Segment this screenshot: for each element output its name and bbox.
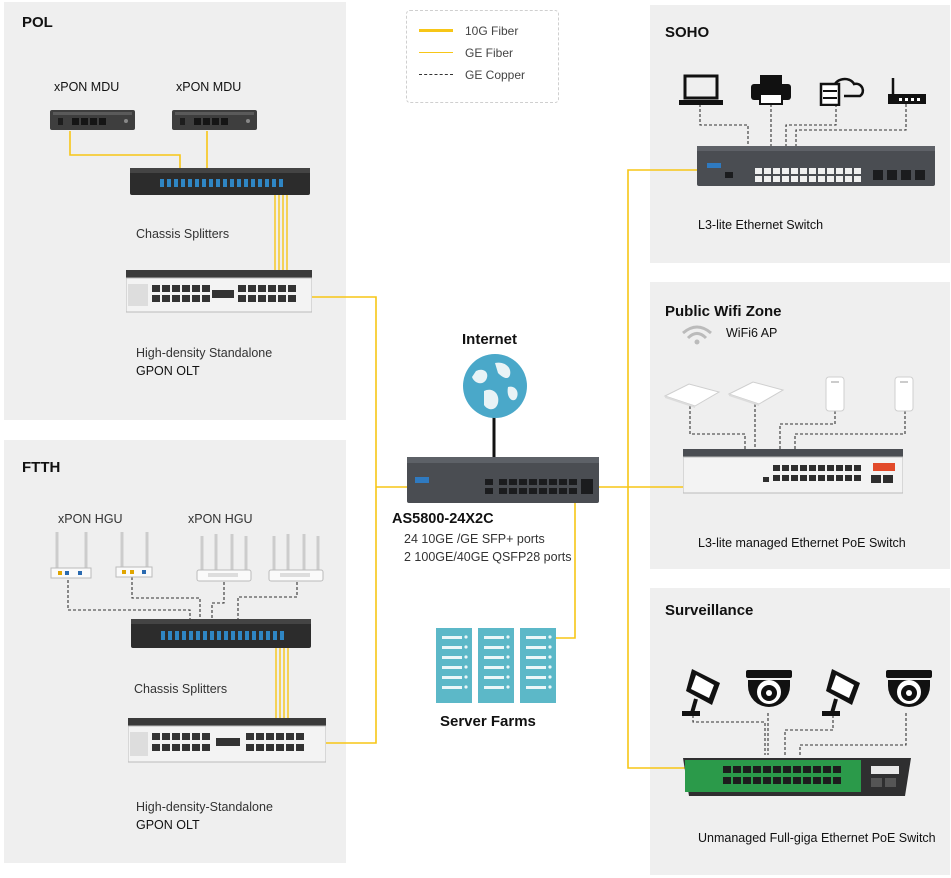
soho-switch-label: L3-lite Ethernet Switch — [698, 218, 824, 232]
router-icon — [888, 78, 926, 104]
pol-olt-label-1: High-density Standalone — [136, 346, 273, 360]
legend-item-10g-fiber: 10G Fiber — [419, 24, 559, 38]
core-port-spec-2: 2 100GE/40GE QSFP28 ports — [404, 550, 572, 564]
xpon-hgu-router — [268, 534, 324, 582]
xpon-mdu-device — [50, 110, 135, 130]
pol-olt-label-2: GPON OLT — [136, 364, 200, 378]
surveillance-panel — [650, 588, 950, 875]
server-farms-label: Server Farms — [440, 713, 536, 730]
pol-panel — [4, 2, 346, 420]
surveillance-title: Surveillance — [665, 602, 754, 619]
ftth-olt-label-1: High-density-Standalone — [136, 800, 273, 814]
pol-title: POL — [22, 14, 53, 31]
outdoor-ap-device — [825, 376, 845, 412]
dome-camera-icon — [886, 670, 932, 707]
pol-splitter-label: Chassis Splitters — [136, 227, 230, 241]
legend-item-ge-fiber: GE Fiber — [419, 46, 559, 60]
server-farm-icon — [436, 628, 556, 703]
bullet-camera-icon — [682, 669, 720, 716]
xpon-mdu-device — [172, 110, 257, 130]
dome-camera-icon — [746, 670, 792, 707]
bullet-camera-icon — [822, 669, 860, 716]
core-switch-device — [407, 457, 599, 503]
xpon-hgu-router — [50, 532, 92, 579]
internet-label: Internet — [462, 331, 518, 348]
mdu-label-2: xPON MDU — [176, 80, 242, 94]
gpon-olt-device — [126, 270, 312, 313]
soho-title: SOHO — [665, 24, 710, 41]
printer-icon — [751, 75, 791, 105]
chassis-splitter-device — [131, 619, 311, 648]
xpon-hgu-router — [196, 534, 252, 582]
legend-item-ge-copper: GE Copper — [419, 68, 559, 82]
wifi-title: Public Wifi Zone — [665, 303, 782, 320]
wifi-switch-label: L3-lite managed Ethernet PoE Switch — [698, 536, 906, 550]
ftth-olt-label-2: GPON OLT — [136, 818, 200, 832]
ceiling-ap-device — [663, 383, 721, 408]
ftth-panel — [4, 440, 346, 863]
legend: 10G Fiber GE Fiber GE Copper — [406, 10, 559, 103]
l3-lite-ethernet-switch-device — [697, 146, 935, 186]
ceiling-ap-device — [727, 381, 785, 406]
xpon-hgu-router — [115, 532, 153, 578]
unmanaged-poe-switch-device — [683, 758, 911, 796]
hgu-label-1: xPON HGU — [58, 512, 123, 526]
cloud-server-icon — [819, 77, 865, 106]
gpon-olt-device — [128, 718, 326, 763]
mdu-label-1: xPON MDU — [54, 80, 120, 94]
hgu-label-2: xPON HGU — [188, 512, 253, 526]
chassis-splitter-device — [130, 168, 310, 195]
wifi-icon — [682, 325, 712, 345]
poe-switch-device — [683, 449, 903, 494]
soho-panel — [650, 5, 950, 263]
surveillance-switch-label: Unmanaged Full-giga Ethernet PoE Switch — [698, 831, 936, 845]
ftth-title: FTTH — [22, 459, 61, 476]
wifi-panel — [650, 282, 950, 569]
ftth-splitter-label: Chassis Splitters — [134, 682, 228, 696]
core-port-spec-1: 24 10GE /GE SFP+ ports — [404, 532, 545, 546]
wifi6-ap-label: WiFi6 AP — [726, 326, 778, 340]
outdoor-ap-device — [894, 376, 914, 412]
core-switch-name: AS5800-24X2C — [392, 511, 494, 527]
laptop-icon — [679, 74, 723, 105]
globe-icon — [463, 354, 527, 418]
